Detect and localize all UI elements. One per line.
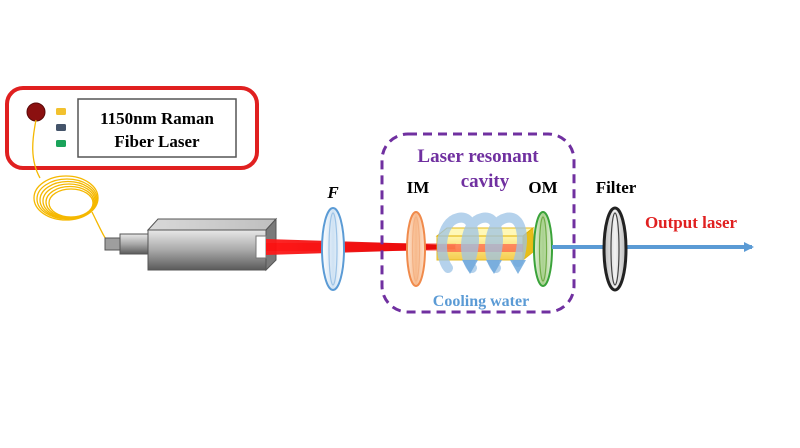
cooling-loop [437,212,479,273]
label-IM: IM [407,178,430,197]
filter-body [602,206,628,292]
filter-face [610,212,620,286]
collimator [104,217,278,272]
collimator-fiber-connector [104,237,122,251]
collimator-front-face [147,229,267,271]
fiber-lead [32,119,41,179]
cooling-arrow-icon [510,260,526,274]
cooling-arrowheads [462,260,526,274]
focusing-lens-F [321,207,345,291]
source-label-line2: Fiber Laser [114,132,200,151]
intracavity-beam [437,244,523,252]
status-led-green-icon [56,140,66,147]
laser-resonant-cavity-frame [380,132,576,314]
label-OM: OM [528,178,557,197]
cooling-loop [461,212,503,273]
mirror-IM-body [406,211,426,287]
cavity-label-line1: Laser resonant [417,146,539,167]
mirror-OM-face [538,216,548,282]
cooling-arrow-icon [486,260,502,274]
source-label-line1: 1150nm Raman [100,109,214,128]
pump-beam [266,239,455,255]
label-output-laser: Output laser [645,213,738,232]
status-led-gray-icon [56,124,66,131]
cooling-water-flow [437,212,527,273]
cavity-label-line2: cavity [461,171,510,192]
pump-beam-core [266,243,456,251]
output-port-icon [26,102,46,122]
mirror-OM-body [533,211,553,287]
input-mirror-IM [406,211,426,287]
fiber-loop [33,175,99,221]
collimator-neck [119,233,149,255]
collimator-top-face [146,218,278,231]
cooling-loop [485,212,527,273]
raman-laser-source: 1150nm Raman Fiber Laser [5,86,259,170]
filter [602,206,628,292]
collimator-output-window [255,235,267,259]
label-filter: Filter [596,178,637,197]
lens-F-face [328,212,338,286]
lens-F-body [321,207,345,291]
mirror-IM-face [411,216,421,282]
fiber-coil [32,119,111,245]
source-label-box [77,98,237,158]
output-mirror-OM [533,211,553,287]
fiber-loop [48,188,94,218]
status-led-yellow-icon [56,108,66,115]
label-cooling-water: Cooling water [433,293,529,310]
cooling-arrow-icon [462,260,478,274]
label-F: F [326,183,339,202]
